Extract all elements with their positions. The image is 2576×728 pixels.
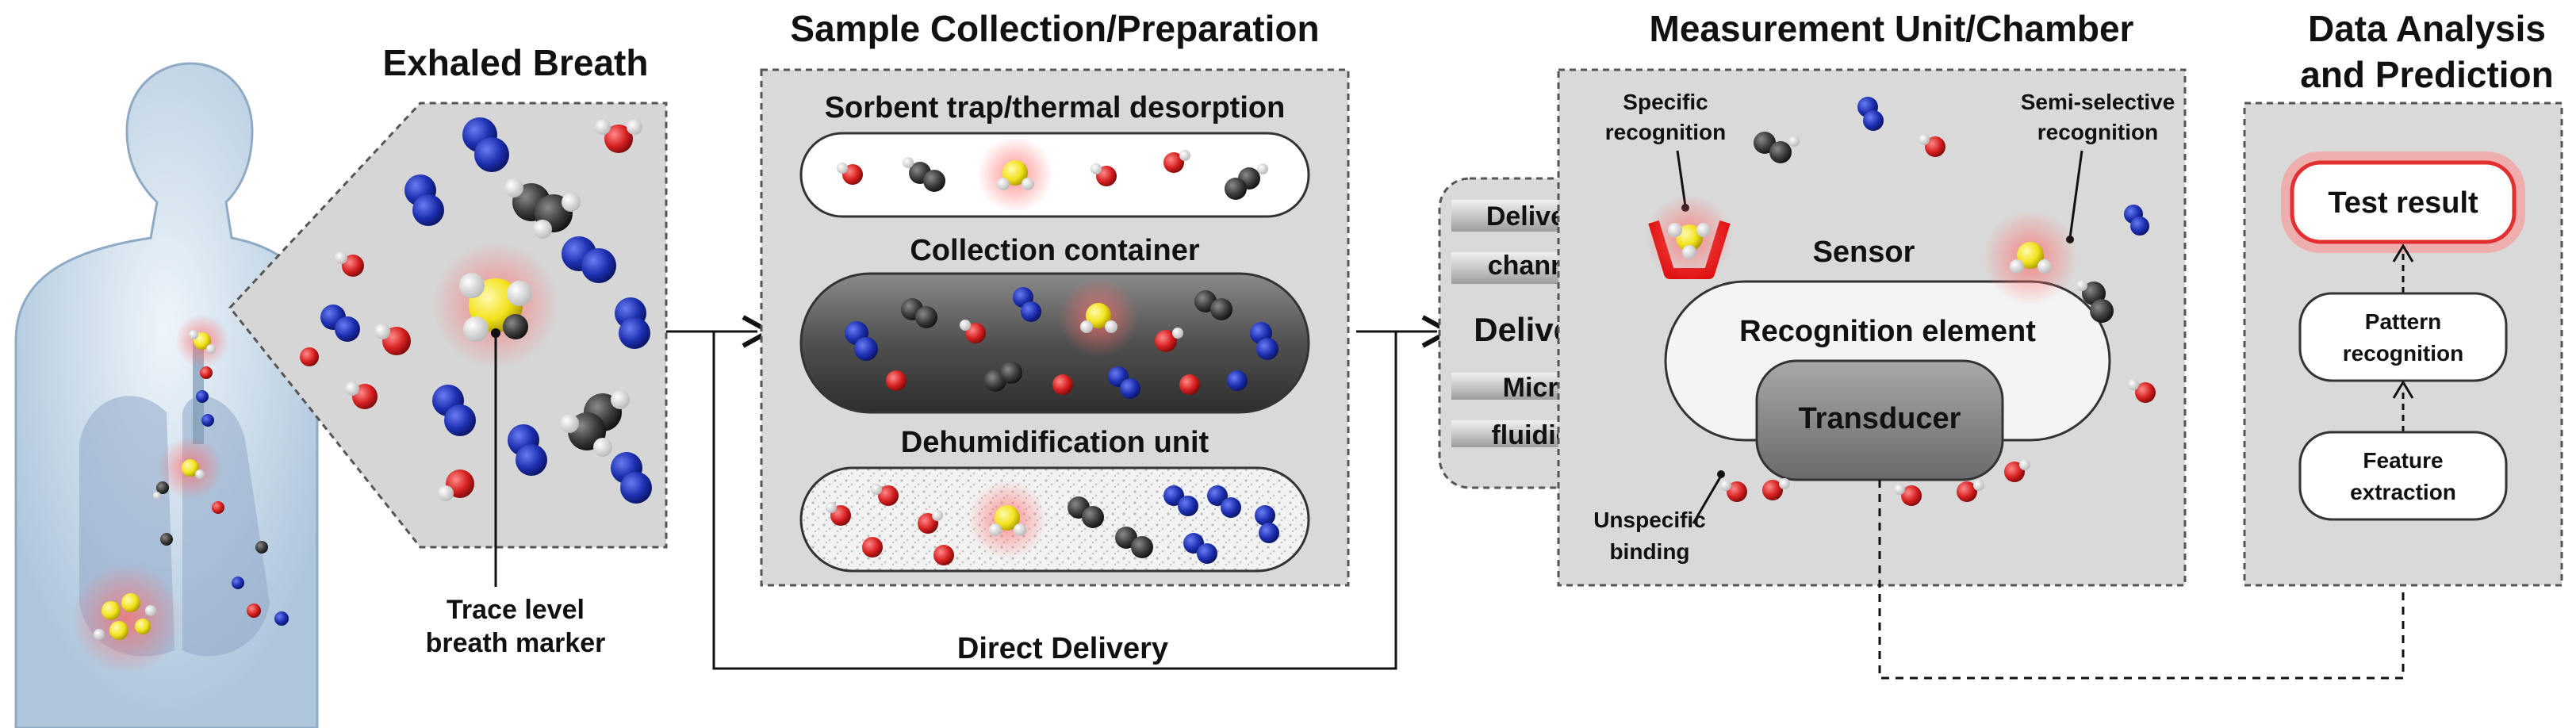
sorbent-trap-tube — [799, 132, 1310, 218]
semi-selective-pointer — [2068, 150, 2083, 239]
data-analysis-title-2: and Prediction — [2300, 54, 2553, 95]
measurement-unit-title: Measurement Unit/Chamber — [1650, 8, 2134, 49]
unspecific-binding-molecules — [1720, 459, 2030, 506]
collection-container-molecules — [845, 278, 1278, 399]
breath-marker-label: breath marker — [426, 628, 606, 658]
sensor-label: Sensor — [1813, 236, 1915, 269]
pattern-recognition-box[interactable] — [2298, 292, 2508, 382]
marker-pointer-dot — [491, 328, 500, 338]
exhaled-breath-title: Exhaled Breath — [383, 42, 649, 83]
measurement-free-molecules — [1754, 97, 2156, 403]
semi-selective-label-2: recognition — [2037, 120, 2158, 144]
collection-container-tube — [799, 272, 1310, 414]
semi-selective-binding — [1983, 210, 2114, 323]
trace-level-label: Trace level — [447, 595, 585, 625]
unspecific-label-2: binding — [1609, 539, 1689, 564]
direct-delivery-label: Direct Delivery — [957, 632, 1168, 665]
dehumidification-molecules — [826, 480, 1279, 565]
feature-extraction-box[interactable] — [2298, 431, 2508, 521]
recognition-element-label: Recognition element — [1739, 315, 2036, 348]
unspecific-pointer — [1692, 475, 1723, 524]
arrowhead-pattern — [2392, 380, 2414, 399]
data-path-dashed — [1878, 480, 2405, 680]
specific-recognition-label-2: recognition — [1605, 120, 1726, 144]
unspecific-label-1: Unspecific — [1593, 508, 1706, 532]
pattern-label-1: Pattern — [2365, 309, 2441, 334]
test-result-label: Test result — [2328, 186, 2478, 220]
sorbent-trap-label: Sorbent trap/thermal desorption — [825, 91, 1286, 125]
sample-collection-title: Sample Collection/Preparation — [790, 8, 1319, 49]
semi-selective-label-1: Semi-selective — [2021, 90, 2175, 114]
feature-label-2: extraction — [2350, 480, 2456, 504]
airway-molecules — [71, 314, 289, 674]
data-analysis-title-1: Data Analysis — [2308, 8, 2546, 49]
transducer-label: Transducer — [1799, 402, 1961, 435]
specific-recognition-label-1: Specific — [1623, 90, 1708, 114]
unspecific-pointer-dot — [1717, 470, 1725, 478]
specific-receptor — [1646, 194, 1733, 282]
feature-label-1: Feature — [2363, 448, 2443, 473]
sorbent-trap-molecules — [837, 136, 1268, 213]
dehumidification-unit-label: Dehumidification unit — [901, 426, 1209, 459]
arrowhead-result — [2392, 243, 2414, 262]
flow-arrows-in — [666, 331, 1437, 670]
collection-container-label: Collection container — [910, 234, 1199, 267]
pattern-label-2: recognition — [2343, 341, 2463, 366]
exhaled-breath-molecules — [300, 117, 652, 504]
test-result-box[interactable] — [2290, 160, 2517, 244]
breath-marker-molecule — [459, 273, 532, 342]
